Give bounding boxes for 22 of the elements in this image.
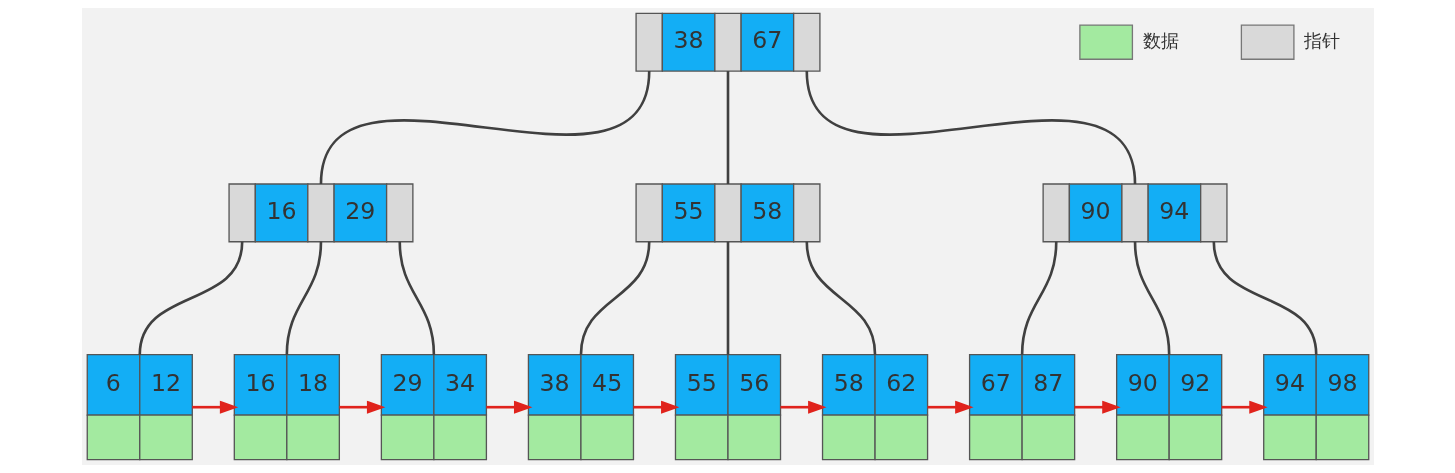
arrow bbox=[485, 400, 532, 414]
arrow bbox=[338, 400, 385, 414]
connector bbox=[397, 241, 435, 355]
connector bbox=[804, 241, 876, 355]
legend-label: 指针 bbox=[1303, 30, 1340, 52]
arrow bbox=[191, 400, 238, 414]
arrow bbox=[1221, 400, 1268, 414]
connector bbox=[1020, 241, 1058, 355]
arrow bbox=[1074, 400, 1121, 414]
arrow bbox=[780, 400, 827, 414]
connector bbox=[726, 71, 729, 184]
legend-label: 数据 bbox=[1142, 30, 1179, 52]
arrow bbox=[927, 400, 974, 414]
connector bbox=[1212, 241, 1318, 355]
connector bbox=[285, 241, 322, 355]
connector bbox=[805, 70, 1136, 185]
connector bbox=[319, 70, 650, 185]
connector bbox=[1133, 241, 1170, 355]
arrow bbox=[632, 400, 679, 414]
connector bbox=[726, 241, 729, 355]
connector bbox=[579, 241, 651, 355]
connector bbox=[137, 241, 243, 355]
